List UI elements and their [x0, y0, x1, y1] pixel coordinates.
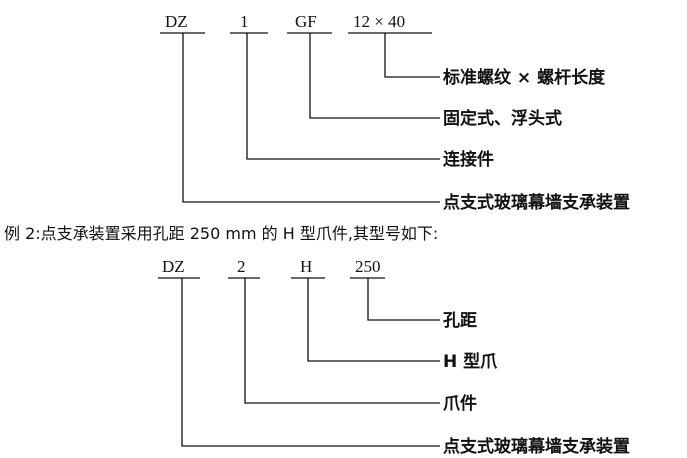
label-claw-part: 爪件: [443, 393, 477, 414]
example-2-diagram: DZ 2 H 250 孔距 H 型爪 爪件 点支式玻璃幕墙支承装置: [158, 257, 630, 457]
code-part-type: H: [300, 257, 312, 276]
code-part-spacing: 250: [355, 257, 381, 276]
code-part-dz: DZ: [165, 12, 188, 31]
label-connector: 连接件: [443, 149, 494, 170]
leader-number: [246, 33, 440, 160]
code-part-type: GF: [295, 12, 317, 31]
leader-type: [309, 33, 440, 119]
label-h-claw: H 型爪: [443, 351, 498, 372]
code-part-number: 1: [240, 12, 249, 31]
label-mount-type: 固定式、浮头式: [443, 108, 562, 129]
leader-dz: [181, 278, 440, 447]
label-thread-length: 标准螺纹 × 螺杆长度: [443, 67, 606, 88]
leader-dz: [182, 33, 440, 203]
label-support-device: 点支式玻璃幕墙支承装置: [443, 192, 630, 213]
leader-spacing: [367, 278, 440, 321]
code-part-spec: 12 × 40: [353, 12, 405, 31]
leader-spec: [384, 33, 440, 78]
leader-number: [244, 278, 440, 404]
code-part-dz: DZ: [162, 257, 185, 276]
example-1-diagram: DZ 1 GF 12 × 40 标准螺纹 × 螺杆长度 固定式、浮头式 连接件 …: [160, 12, 630, 213]
label-support-device: 点支式玻璃幕墙支承装置: [443, 436, 630, 457]
code-part-number: 2: [237, 257, 246, 276]
leader-type: [307, 278, 440, 362]
label-hole-spacing: 孔距: [443, 311, 477, 331]
example-2-intro: 例 2:点支承装置采用孔距 250 mm 的 H 型爪件,其型号如下:: [4, 224, 438, 243]
